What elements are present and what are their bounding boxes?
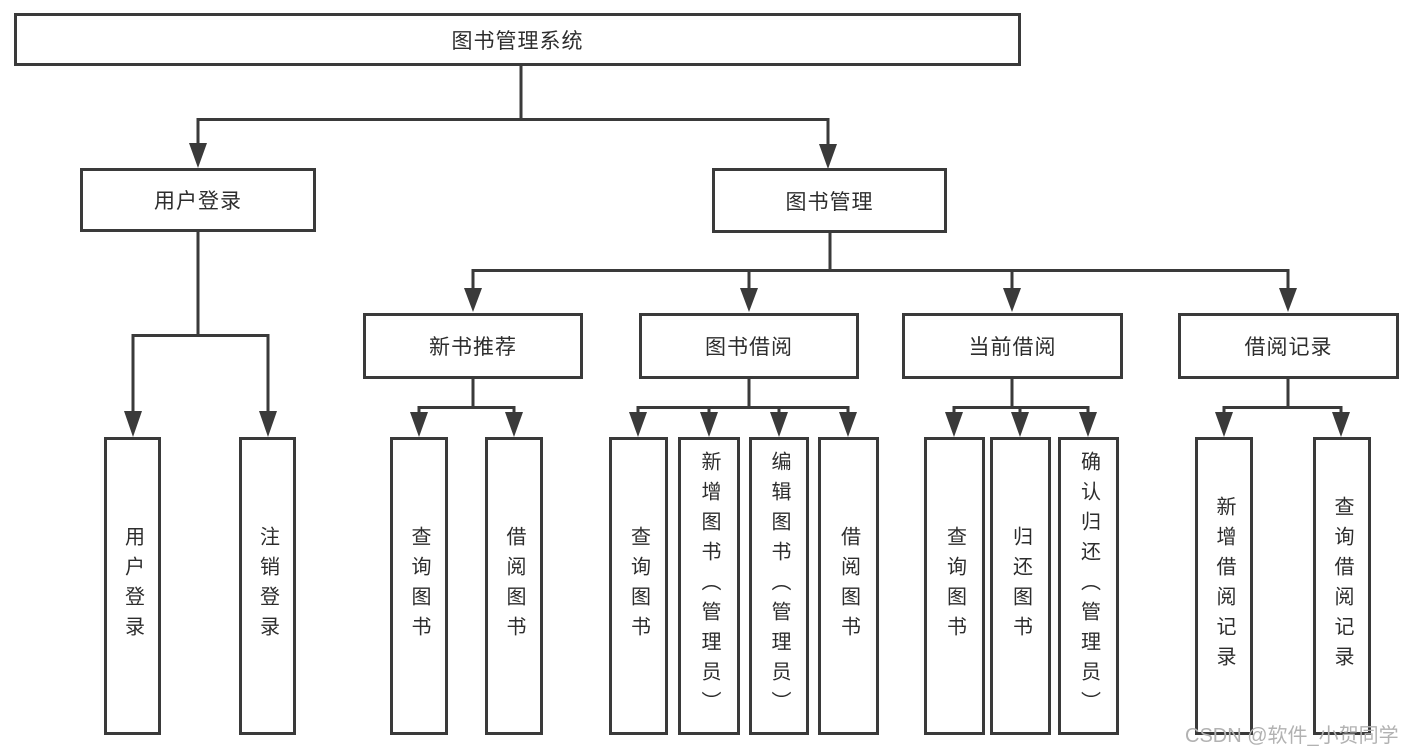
- node-label: 当前借阅: [968, 336, 1057, 359]
- node-label: 借阅图书: [503, 526, 525, 646]
- arrowheads: [124, 143, 1350, 437]
- leaf-query-books-current: 查询图书: [924, 437, 985, 735]
- leaf-edit-books-admin: 编辑图书（管理员）: [749, 437, 809, 735]
- node-book-borrow: 图书借阅: [639, 313, 859, 379]
- node-label: 用户登录: [121, 526, 144, 646]
- node-label: 图书管理: [785, 190, 874, 214]
- node-label: 查询图书: [943, 526, 966, 646]
- node-label: 图书管理系统: [451, 29, 584, 53]
- node-label: 新书推荐: [429, 336, 517, 359]
- leaf-query-borrow-record: 查询借阅记录: [1313, 437, 1371, 735]
- node-label: 新增图书（管理员）: [698, 451, 720, 721]
- leaf-query-books-borrow: 查询图书: [609, 437, 668, 735]
- csdn-watermark: CSDN @软件_小贺同学: [1185, 725, 1399, 747]
- node-label: 借阅记录: [1244, 336, 1333, 359]
- node-borrow-records: 借阅记录: [1178, 313, 1399, 379]
- node-label: 查询图书: [408, 526, 430, 646]
- leaf-confirm-return-admin: 确认归还（管理员）: [1058, 437, 1119, 735]
- leaf-borrow-books: 借阅图书: [818, 437, 879, 735]
- node-new-book-recommend: 新书推荐: [363, 313, 583, 379]
- node-current-borrow: 当前借阅: [902, 313, 1123, 379]
- leaf-logout: 注销登录: [239, 437, 296, 735]
- node-label: 查询图书: [627, 526, 650, 646]
- leaf-query-books-recommend: 查询图书: [390, 437, 448, 735]
- node-label: 用户登录: [154, 190, 242, 213]
- leaf-user-login: 用户登录: [104, 437, 161, 735]
- node-label: 借阅图书: [837, 526, 860, 646]
- node-book-management: 图书管理: [712, 168, 947, 233]
- leaf-add-books-admin: 新增图书（管理员）: [678, 437, 740, 735]
- leaf-borrow-books-recommend: 借阅图书: [485, 437, 543, 735]
- leaf-add-borrow-record: 新增借阅记录: [1195, 437, 1253, 735]
- node-label: 确认归还（管理员）: [1077, 451, 1100, 721]
- node-root-system: 图书管理系统: [14, 13, 1021, 66]
- node-label: 注销登录: [256, 526, 279, 646]
- leaf-return-books: 归还图书: [990, 437, 1051, 735]
- node-label: 图书借阅: [705, 336, 793, 359]
- node-label: 查询借阅记录: [1331, 496, 1353, 676]
- node-user-login: 用户登录: [80, 168, 316, 232]
- node-label: 归还图书: [1009, 526, 1032, 646]
- node-label: 编辑图书（管理员）: [768, 451, 790, 721]
- node-label: 新增借阅记录: [1213, 496, 1235, 676]
